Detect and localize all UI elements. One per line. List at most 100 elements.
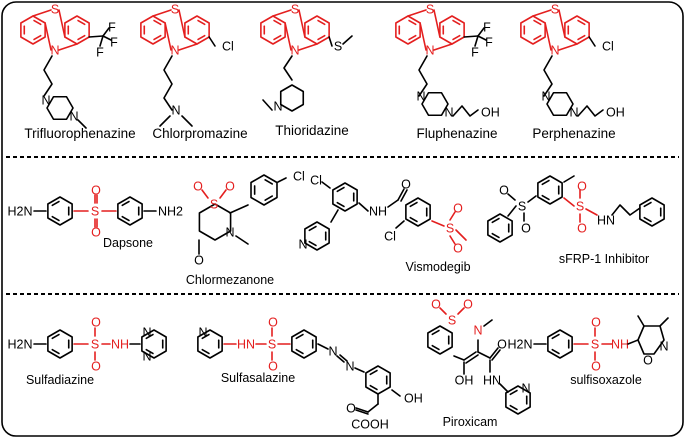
bond: [336, 355, 345, 363]
ring: [47, 196, 73, 226]
bond: [433, 9, 441, 38]
bond: [463, 351, 477, 361]
bond: [145, 333, 154, 340]
bond: [577, 19, 586, 26]
atom-label: O: [346, 402, 356, 416]
atom-label: O: [453, 202, 463, 216]
ring: [421, 91, 449, 117]
bond: [588, 36, 596, 47]
atom-label: N: [659, 340, 668, 354]
bond: [577, 105, 604, 117]
bond: [431, 220, 445, 227]
atom-label: O: [521, 222, 531, 236]
ring: [250, 174, 278, 206]
bond: [295, 348, 304, 355]
ring: [117, 196, 143, 226]
ring: [546, 91, 574, 117]
bond: [474, 35, 479, 47]
bond: [477, 27, 485, 37]
bond: [533, 19, 542, 26]
ring: [332, 182, 358, 212]
atom-label: O: [91, 184, 101, 198]
bond: [449, 235, 456, 245]
bond: [164, 22, 172, 51]
atom-label: N: [425, 44, 434, 58]
bond: [77, 34, 86, 41]
atom-label: OH: [481, 106, 500, 120]
bond: [369, 369, 378, 376]
compound-name-sfrp-inhibitor: sFRP-1 Inhibitor: [559, 252, 649, 266]
bond: [563, 197, 575, 207]
bond: [308, 225, 317, 232]
bond: [453, 355, 465, 361]
atom-label: HN: [597, 214, 615, 228]
atom-label: S: [591, 338, 599, 352]
bond: [264, 179, 274, 185]
bond: [407, 9, 427, 17]
bond: [58, 9, 66, 38]
ring: [547, 329, 573, 359]
atom-label: N: [473, 324, 482, 338]
bond: [643, 201, 652, 208]
bond: [51, 333, 60, 340]
ring: [405, 197, 431, 227]
atom-label: S: [518, 200, 526, 214]
atom-label: F: [108, 21, 116, 35]
atom-label: HN: [483, 374, 501, 388]
bond: [367, 403, 379, 413]
bond: [391, 389, 401, 397]
compound-name-chlormezanone: Chlormezanone: [186, 273, 274, 287]
bond: [51, 348, 60, 355]
bond: [533, 34, 542, 41]
bond: [611, 204, 641, 216]
atom-label: N: [550, 44, 559, 58]
atom-label: Cl: [384, 230, 396, 244]
bond: [483, 319, 493, 327]
atom-label: N: [69, 110, 78, 124]
bond: [330, 209, 339, 223]
atom-label: HN: [237, 338, 255, 352]
bond: [491, 349, 501, 361]
bond: [532, 9, 552, 17]
atom-label: COOH: [351, 418, 389, 432]
bond: [235, 235, 249, 245]
bond: [544, 22, 552, 51]
atom-label: H2N: [7, 205, 32, 219]
atom-label: Cl: [222, 40, 234, 54]
bond: [627, 339, 639, 345]
bond: [452, 19, 461, 26]
bond: [409, 216, 418, 223]
bond: [277, 177, 287, 183]
atom-label: N: [345, 360, 354, 374]
bond: [308, 240, 317, 247]
atom-label: O: [268, 316, 278, 330]
bond: [229, 204, 249, 214]
bond: [295, 333, 304, 340]
bond: [262, 99, 273, 111]
atom-label: O: [591, 316, 601, 330]
bond: [355, 409, 369, 415]
bond: [509, 389, 518, 396]
bond: [145, 348, 154, 355]
bond: [463, 35, 479, 38]
bond: [317, 19, 326, 26]
atom-label: S: [576, 200, 584, 214]
bond: [400, 189, 408, 202]
bond: [336, 186, 345, 193]
bond: [178, 9, 186, 38]
bond: [541, 194, 550, 201]
atom-label: O: [91, 226, 101, 240]
atom-label: O: [499, 184, 509, 198]
bond: [433, 43, 453, 51]
bond: [33, 34, 42, 41]
bond: [33, 19, 42, 26]
compound-name-vismodegib: Vismodegib: [405, 260, 470, 274]
bond: [328, 36, 333, 47]
bond: [32, 9, 52, 17]
